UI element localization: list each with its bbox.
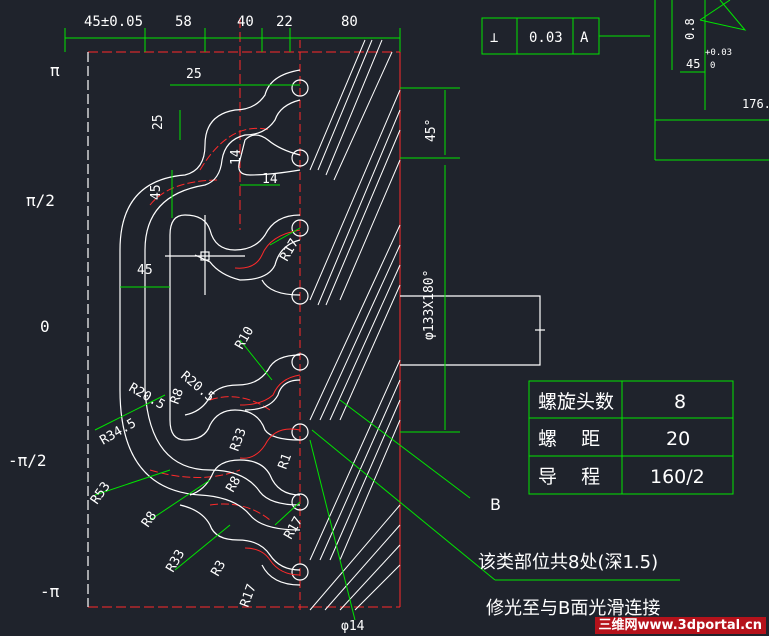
side-label-half-pi: π/2 [26,191,55,210]
side-labels: π π/2 0 -π/2 -π [8,61,60,601]
note-finish: 修光至与B面光滑连接 [486,598,660,619]
detail-0-8: 0.8 [683,18,697,40]
dim-22: 22 [276,14,293,30]
helix-lines [309,39,401,611]
radius-r3: R3 [208,558,229,579]
radius-r33-b: R33 [163,547,188,575]
spec-table-grid [528,380,734,495]
radius-r17-c: R17 [238,582,260,609]
dim-phi133: φ133X180° [422,270,437,340]
radius-r8-b: R8 [223,474,244,495]
side-label-neg-half-pi: -π/2 [8,451,47,470]
center-lines [88,18,401,610]
side-label-pi: π [50,61,60,80]
part-outline [87,52,545,607]
dim-45-vertical: 45 [149,184,164,200]
spec-table-text: 螺旋头数 8 螺 距 20 导 程 160/2 [538,391,705,488]
detail-view-text: 0.8 45 +0.03 0 176. [683,18,769,111]
perpendicularity-symbol: ⊥ [490,30,498,46]
watermark-text: 三维网www.3dportal.cn [594,617,766,634]
dim-40: 40 [237,14,254,30]
detail-dimensions: 25 25 14 14 45 45 45° R17 R17 R10 R20.5 … [88,67,439,634]
dim-14-horizontal: 14 [262,172,278,187]
site-watermark: 三维网www.3dportal.cn [552,614,766,634]
detail-tolerance-upper: +0.03 [705,48,732,58]
radius-r8-a: R8 [168,387,187,407]
dimension-lines [64,28,680,621]
callout-b: B [490,495,501,514]
spec-label-lead: 导 程 [538,466,600,488]
dim-80: 80 [341,14,358,30]
detail-view [654,0,769,161]
tolerance-text: ⊥ 0.03 A [490,30,589,46]
dim-58: 58 [175,14,192,30]
spec-label-pitch: 螺 距 [538,428,600,450]
dim-45: 45±0.05 [84,14,143,30]
spec-label-starts: 螺旋头数 [538,391,614,413]
radius-r1: R1 [276,452,295,472]
side-label-neg-pi: -π [40,582,60,601]
inner-curves [234,229,301,576]
notes: B 该类部位共8处(深1.5) 修光至与B面光滑连接 [478,495,660,619]
radius-r17-b: R17 [281,514,306,542]
datum-letter: A [580,30,589,46]
radius-r33-a: R33 [228,426,250,453]
radius-r10: R10 [232,324,257,352]
side-label-zero: 0 [40,317,50,336]
top-dimensions: 45±0.05 58 40 22 80 [84,14,358,30]
radius-r8-c: R8 [139,509,160,530]
dim-phi14: φ14 [341,619,365,634]
detail-176: 176. [742,97,769,111]
note-feature-count: 该类部位共8处(深1.5) [478,552,658,573]
spec-value-lead: 160/2 [650,466,705,488]
dim-45-horizontal: 45 [137,263,153,278]
dim-25-horizontal: 25 [186,67,202,82]
detail-tolerance-lower: 0 [710,61,715,71]
tolerance-value: 0.03 [529,30,563,46]
radius-r53: R53 [88,479,114,507]
spec-value-starts: 8 [674,391,686,413]
dim-45-degree: 45° [424,119,439,142]
detail-45: 45 [686,57,700,71]
radius-r34-5: R34.5 [98,416,139,449]
dim-25-vertical: 25 [151,114,166,130]
tolerance-frame [481,17,650,55]
spec-value-pitch: 20 [666,428,690,450]
dim-14-vertical: 14 [229,149,244,165]
